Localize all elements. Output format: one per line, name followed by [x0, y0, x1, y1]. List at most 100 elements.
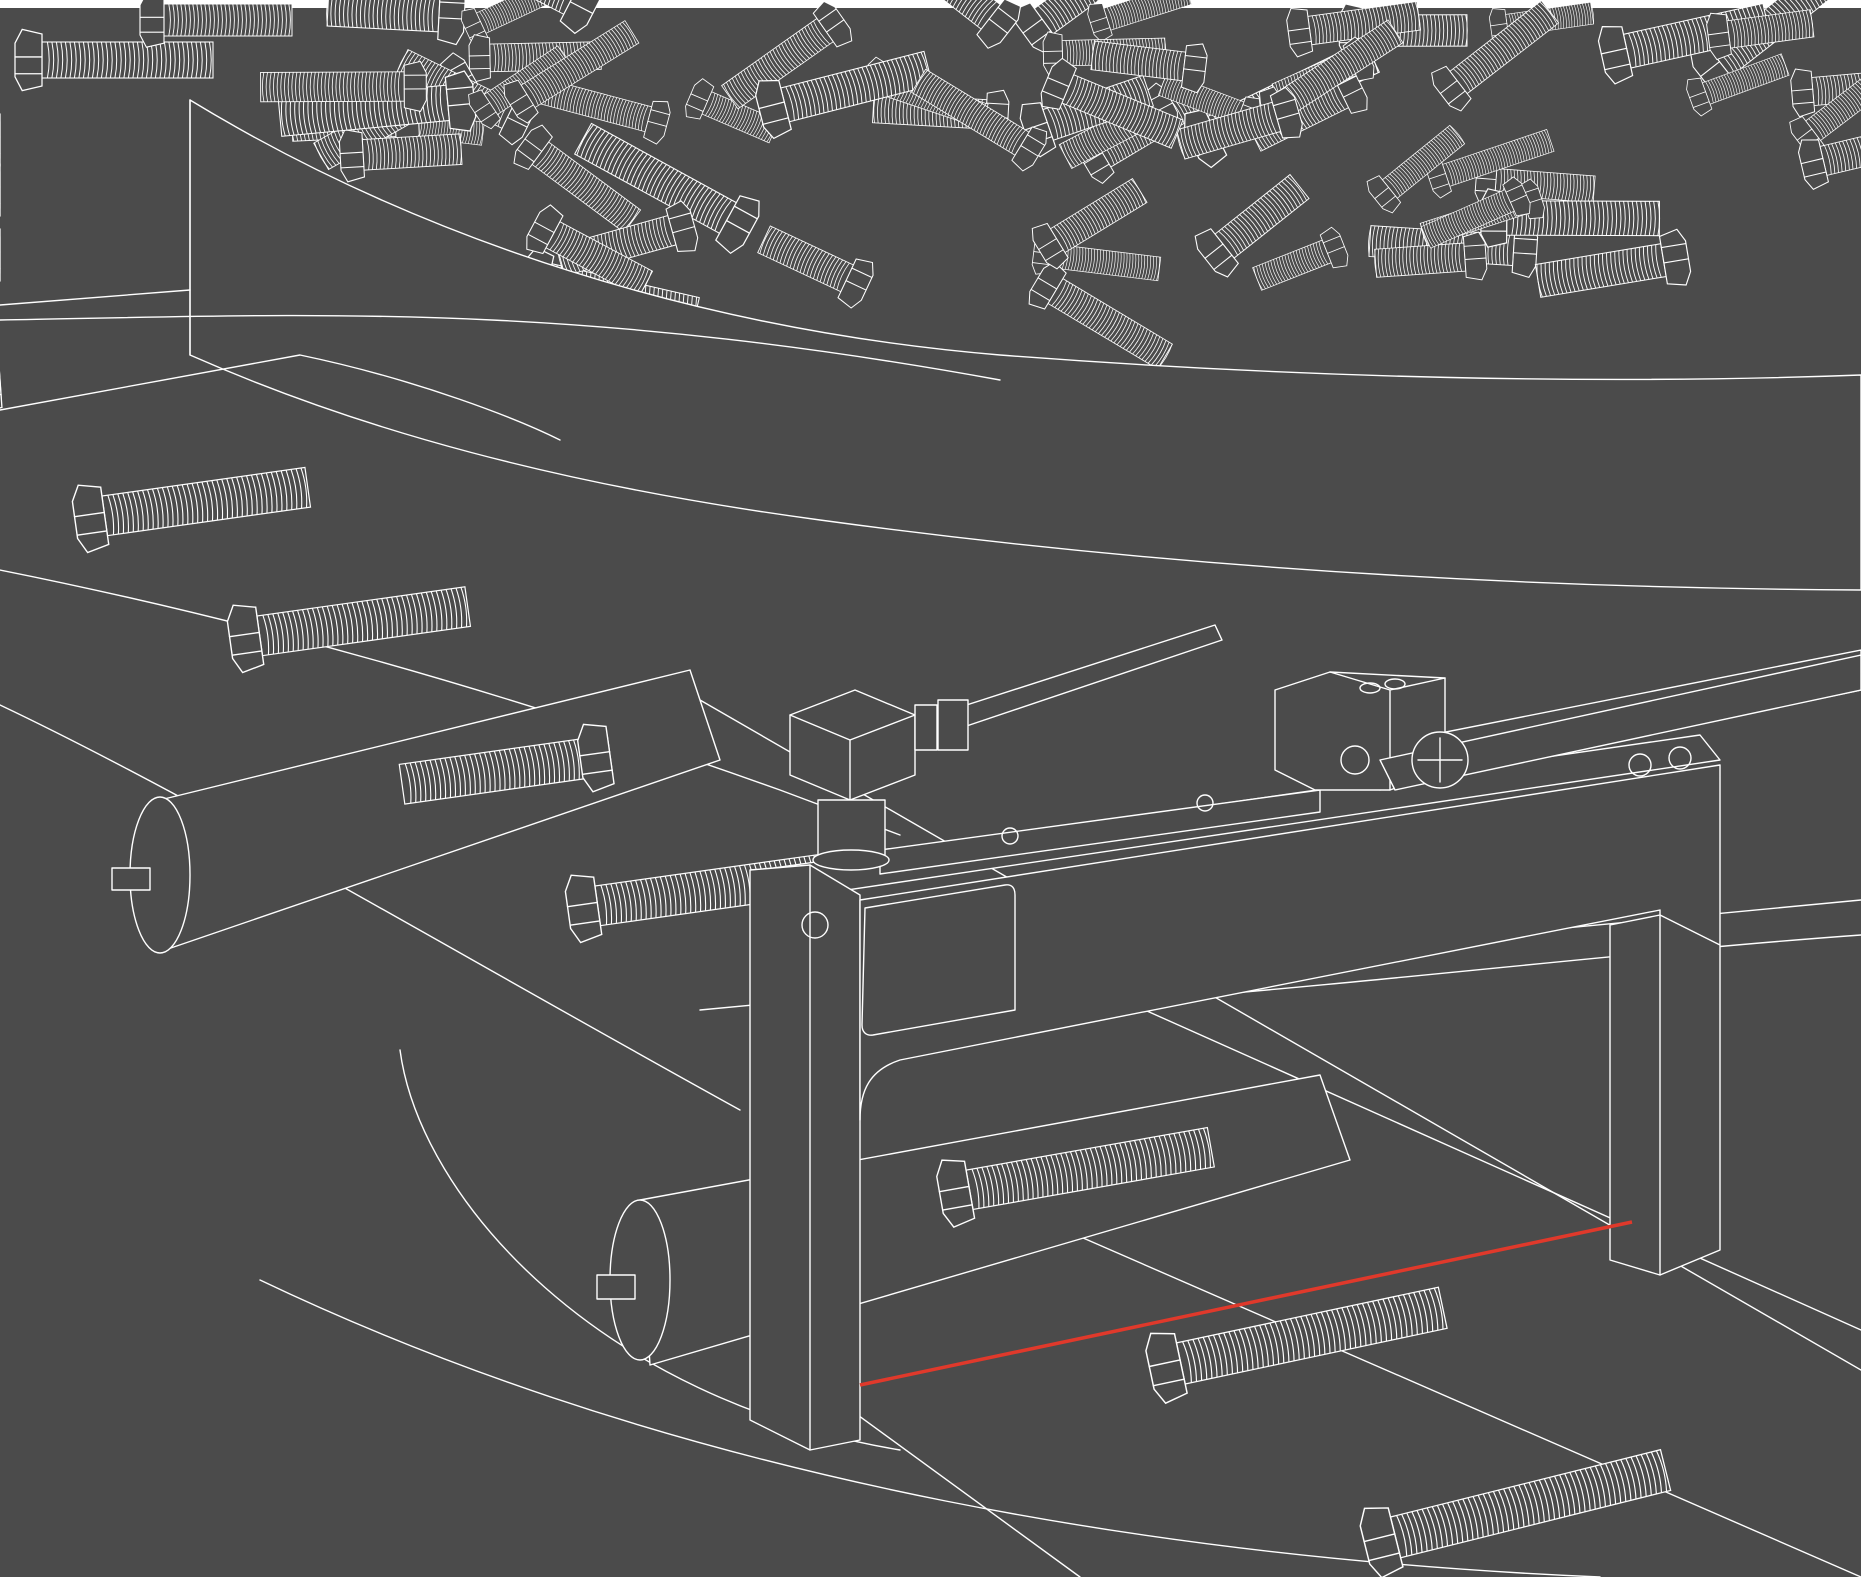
thread-line	[1133, 1140, 1142, 1180]
hopper-bolt	[14, 28, 214, 92]
thread-line	[507, 43, 510, 72]
hex-bolt-icon	[685, 78, 715, 120]
thread-line	[497, 3, 508, 24]
thread-line	[1458, 64, 1477, 87]
thread-line	[1486, 42, 1505, 66]
thread-line	[546, 152, 564, 176]
thread-line	[376, 598, 384, 639]
thread-line	[1502, 143, 1511, 166]
bolt-head-facets	[1204, 243, 1233, 271]
thread-line	[1585, 256, 1592, 290]
thread-line	[1183, 0, 1191, 5]
thread-line	[248, 3, 251, 37]
thread-line	[372, 0, 377, 29]
thread-line	[1116, 319, 1133, 346]
thread-line	[1852, 84, 1861, 105]
thread-line	[857, 68, 867, 103]
bolt-head-facets	[1505, 184, 1527, 203]
thread-line	[400, 137, 405, 168]
thread-line	[1351, 1305, 1362, 1347]
thread-line	[204, 41, 208, 79]
bolt-head-facets	[1439, 80, 1466, 105]
thread-line	[1377, 248, 1382, 278]
thread-line	[142, 490, 149, 530]
thread-line	[107, 495, 115, 535]
thread-line	[1457, 1499, 1469, 1542]
thread-line	[1562, 6, 1567, 28]
hex-bolt-icon	[468, 89, 502, 130]
thread-line	[186, 483, 194, 524]
thread-line	[280, 72, 283, 102]
thread-line	[1449, 125, 1465, 145]
thread-line	[317, 72, 320, 102]
thread-line	[458, 133, 462, 165]
bolt-head-facets	[1038, 238, 1064, 262]
thread-line	[699, 191, 717, 223]
thread-line	[1462, 1498, 1474, 1540]
thread-line	[1587, 2, 1592, 25]
thread-line	[964, 0, 985, 17]
thread-line	[1582, 3, 1586, 26]
thread-line	[123, 41, 127, 79]
bolt-head-facets	[758, 101, 789, 125]
thread-line	[819, 77, 829, 112]
bolt-head-facets	[566, 901, 601, 926]
thread-line	[1628, 33, 1637, 67]
thread-line	[1044, 0, 1064, 27]
thread-line	[578, 239, 594, 266]
thread-line	[1413, 1292, 1424, 1334]
thread-line	[385, 0, 389, 30]
thread-line	[527, 81, 542, 104]
bolt-shank	[163, 3, 293, 37]
thread-line	[1084, 39, 1087, 66]
thread-line	[1575, 200, 1579, 236]
thread-line	[1130, 45, 1136, 75]
bolt-head-facets	[339, 151, 365, 169]
thread-line	[1106, 250, 1110, 275]
thread-line	[449, 757, 457, 797]
thread-line	[1437, 244, 1441, 273]
thread-line	[1571, 4, 1575, 27]
thread-line	[87, 41, 91, 79]
thread-line	[595, 134, 614, 166]
thread-line	[552, 65, 567, 89]
thread-line	[1548, 1477, 1561, 1519]
thread-line	[1209, 120, 1219, 150]
thread-line	[1069, 77, 1082, 107]
thread-line	[781, 43, 799, 67]
thread-line	[605, 196, 623, 219]
thread-line	[622, 149, 641, 181]
thread-line	[1082, 247, 1087, 272]
thread-line	[1381, 248, 1385, 277]
thread-line	[1620, 1459, 1632, 1501]
thread-line	[491, 5, 502, 26]
thread-line	[1536, 264, 1543, 298]
thread-line	[1398, 247, 1403, 276]
thread-line	[424, 760, 432, 801]
thread-line	[1087, 39, 1091, 66]
thread-line	[1314, 67, 1331, 91]
thread-line	[591, 132, 610, 164]
thread-line	[844, 71, 855, 106]
bolt-threads	[1536, 244, 1662, 298]
thread-line	[1357, 9, 1363, 38]
bolt-threads	[1808, 79, 1861, 139]
hex-bolt-icon	[437, 0, 466, 46]
thread-line	[1142, 0, 1150, 18]
thread-line	[361, 71, 364, 102]
thread-line	[1020, 1160, 1029, 1200]
thread-line	[445, 589, 453, 630]
thread-line	[1116, 188, 1132, 213]
thread-line	[1433, 14, 1437, 47]
thread-line	[1156, 257, 1160, 281]
thread-line	[1380, 24, 1396, 48]
thread-line	[1808, 118, 1824, 139]
thread-line	[1573, 258, 1580, 292]
thread-line	[464, 755, 471, 795]
thread-line	[930, 80, 946, 105]
thread-line	[1158, 1135, 1167, 1176]
thread-line	[1141, 47, 1146, 76]
bolt-threads	[1420, 191, 1512, 249]
thread-line	[1180, 0, 1188, 6]
thread-line	[335, 72, 338, 102]
